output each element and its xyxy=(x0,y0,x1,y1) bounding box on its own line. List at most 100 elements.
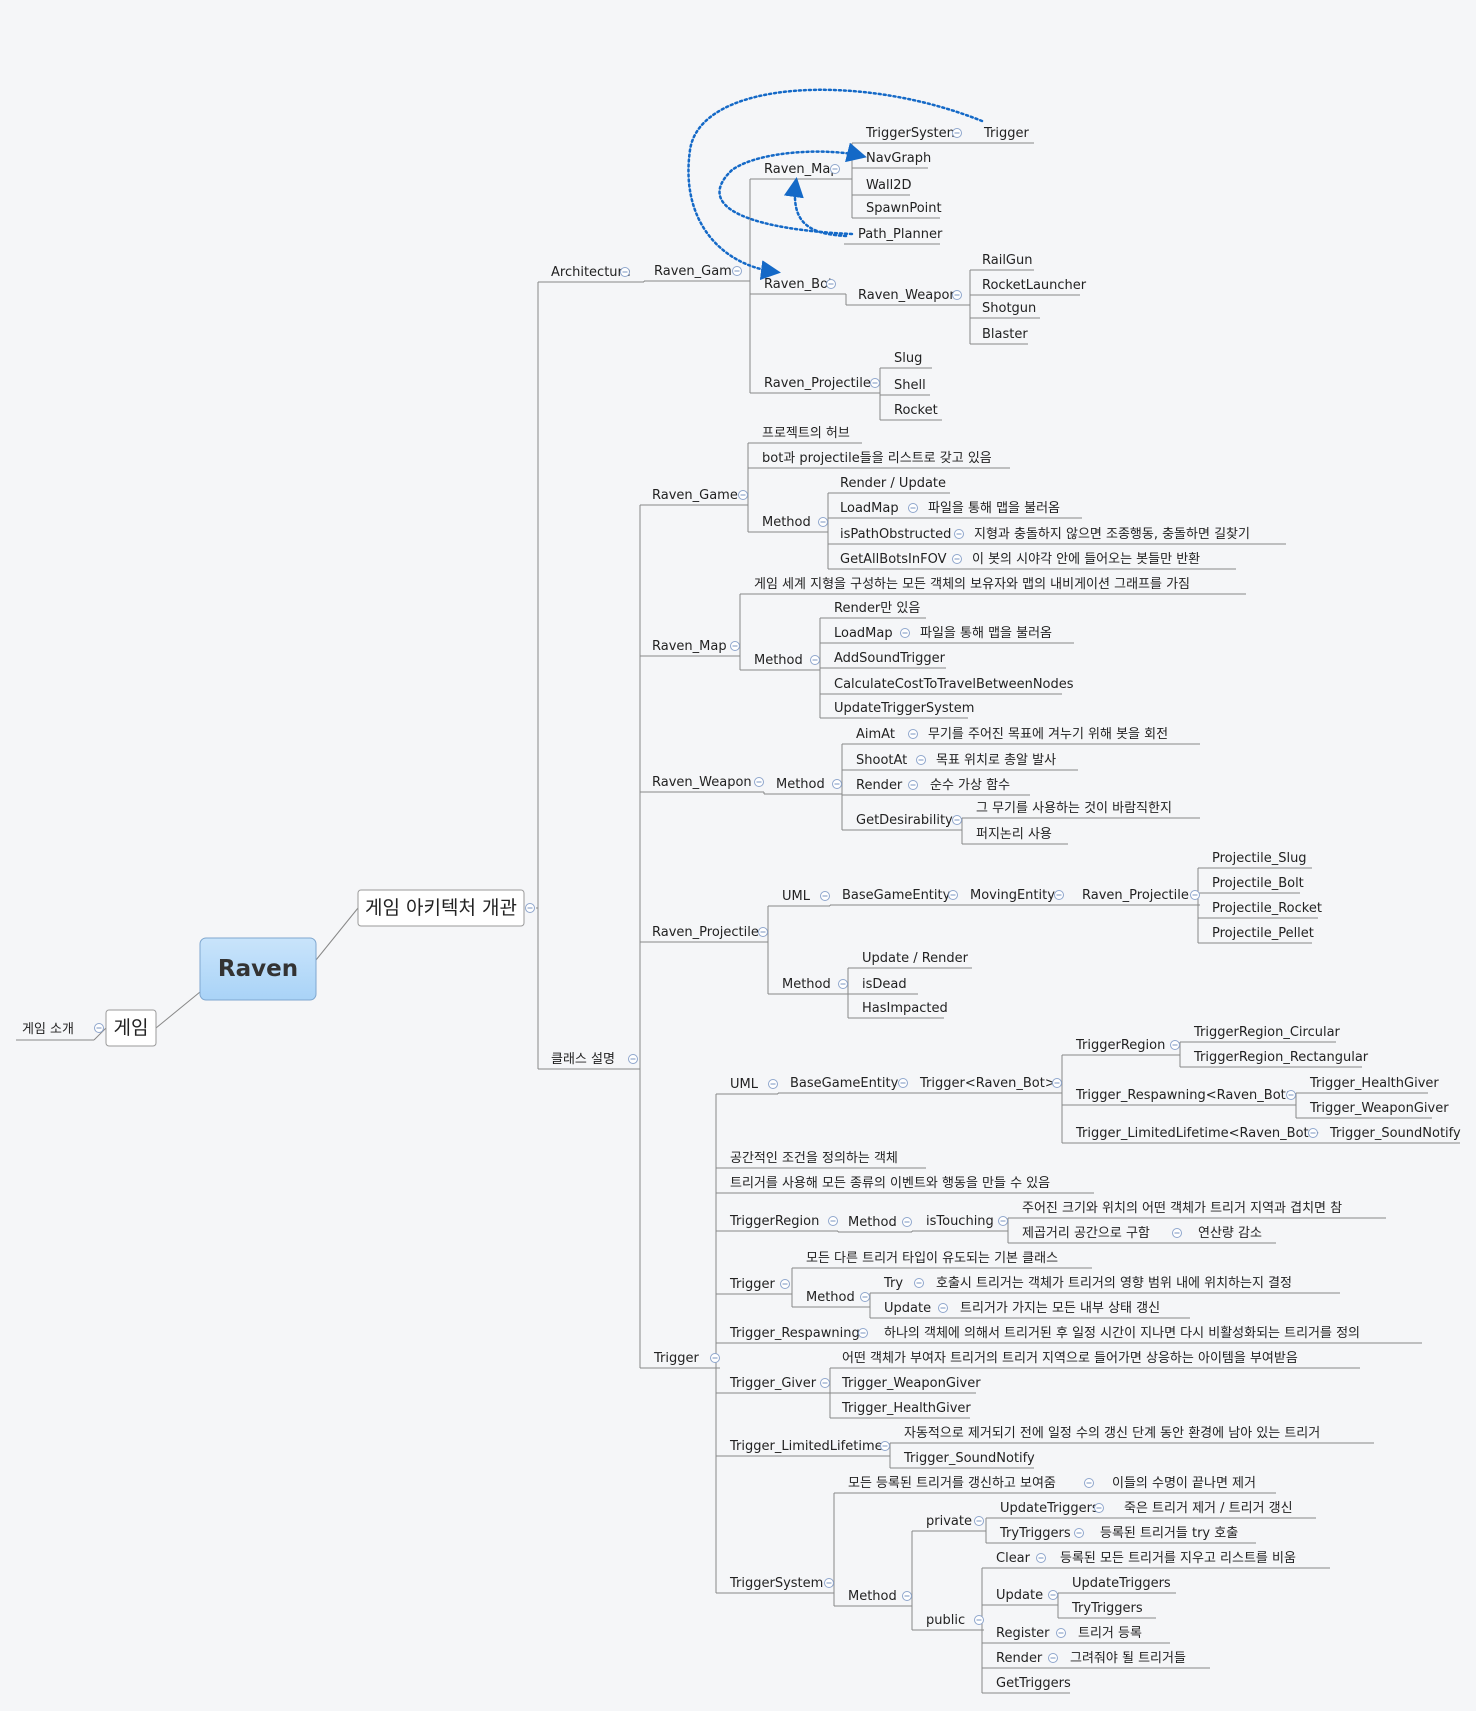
arch-branch-classes-raven-map-m4[interactable]: CalculateCostToTravelBetweenNodes xyxy=(834,677,1074,692)
arch-branch-classes-raven-projectile-subs-3[interactable]: Projectile_Pellet xyxy=(1212,926,1314,941)
arch-branch-classes-trigger-system-public-collapse-icon[interactable] xyxy=(974,1615,984,1625)
arch-branch-classes-raven-game-ispath-collapse-icon[interactable] xyxy=(954,529,964,539)
arch-branch-classes-raven-map-label[interactable]: Raven_Map xyxy=(652,639,727,654)
arch-branch-classes-trigger-resp-label-collapse-icon[interactable] xyxy=(858,1328,868,1338)
arch-branch-classes-raven-game-method[interactable]: Method xyxy=(762,515,811,530)
arch-branch-classes-trigger-tr-desc1[interactable]: 주어진 크기와 위치의 어떤 객체가 트리거 지역과 겹치면 참 xyxy=(1022,1201,1342,1216)
arch-branch-classes-trigger-notes-1[interactable]: 트리거를 사용해 모든 종류의 이벤트와 행동을 만들 수 있음 xyxy=(730,1175,1050,1191)
arch-branch-classes-trigger-system-update-triggers[interactable]: UpdateTriggers xyxy=(1000,1501,1099,1516)
arch-branch-classes-trigger-respawning-collapse-icon[interactable] xyxy=(1286,1090,1296,1100)
arch-branch-classes-raven-projectile-subs-1[interactable]: Projectile_Bolt xyxy=(1212,876,1304,891)
arch-branch-classes-trigger-label-collapse-icon[interactable] xyxy=(710,1353,720,1363)
arch-branch-architecture-raven-map-items-0-collapse-icon[interactable] xyxy=(952,128,962,138)
arch-branch-classes-trigger-system-clear[interactable]: Clear xyxy=(996,1551,1031,1566)
arch-branch-classes-trigger-bge[interactable]: BaseGameEntity xyxy=(790,1076,899,1091)
arch-branch-classes-raven-game-notes-0[interactable]: 프로젝트의 허브 xyxy=(762,426,850,441)
arch-branch-classes-trigger-system-note2[interactable]: 이들의 수명이 끝나면 제거 xyxy=(1112,1476,1256,1491)
arch-branch-classes-raven-projectile-bge-collapse-icon[interactable] xyxy=(948,890,958,900)
arch-branch-classes-trigger-giver-label[interactable]: Trigger_Giver xyxy=(729,1376,817,1391)
arch-branch-classes-raven-weapon-label[interactable]: Raven_Weapon xyxy=(652,775,752,790)
arch-branch-classes-raven-weapon-getdes-collapse-icon[interactable] xyxy=(952,815,962,825)
arch-branch-classes-label-collapse-icon[interactable] xyxy=(628,1054,638,1064)
arch-branch-classes-raven-game-loadmap-desc[interactable]: 파일을 통해 맵을 불러옴 xyxy=(928,501,1060,516)
arch-branch-classes-trigger-giver-subs-0[interactable]: Trigger_WeaponGiver xyxy=(841,1376,981,1391)
arch-branch-architecture-label[interactable]: Architecture xyxy=(551,265,631,280)
arch-branch-classes-trigger-region-subs-1[interactable]: TriggerRegion_Rectangular xyxy=(1193,1050,1369,1065)
arch-branch-classes-trigger-uml-collapse-icon[interactable] xyxy=(768,1079,778,1089)
arch-branch-classes-trigger-region-collapse-icon[interactable] xyxy=(1170,1040,1180,1050)
arch-branch-architecture-raven-game-collapse-icon[interactable] xyxy=(732,266,742,276)
arch-branch-classes-trigger-giver-desc[interactable]: 어떤 객체가 부여자 트리거의 트리거 지역으로 들어가면 상응하는 아이템을 … xyxy=(842,1351,1298,1366)
arch-branch-classes-raven-map-method-collapse-icon[interactable] xyxy=(810,655,820,665)
arch-branch-classes-raven-game-getbots[interactable]: GetAllBotsInFOV xyxy=(840,552,947,567)
arch-branch-classes-raven-projectile-subs-2[interactable]: Projectile_Rocket xyxy=(1212,901,1322,916)
arch-branch-architecture-raven-bot-weapons-1[interactable]: RocketLauncher xyxy=(982,278,1087,293)
arch-branch-classes-raven-weapon-label-collapse-icon[interactable] xyxy=(754,777,764,787)
arch-branch-classes-trigger-system-label[interactable]: TriggerSystem xyxy=(729,1576,823,1591)
arch-branch-classes-raven-weapon-getdes-desc2[interactable]: 퍼지논리 사용 xyxy=(976,827,1052,842)
game-node[interactable]: 게임 xyxy=(105,1009,157,1047)
arch-branch-classes-trigger-system-render-collapse-icon[interactable] xyxy=(1048,1653,1058,1663)
arch-branch-classes-trigger-trig-bot-collapse-icon[interactable] xyxy=(1052,1078,1062,1088)
arch-branch-classes-raven-weapon-getdes[interactable]: GetDesirability xyxy=(856,813,953,828)
arch-branch-classes-raven-map-m5[interactable]: UpdateTriggerSystem xyxy=(834,701,974,716)
arch-branch-classes-trigger-bge-collapse-icon[interactable] xyxy=(898,1078,908,1088)
arch-branch-classes-trigger-system-register-collapse-icon[interactable] xyxy=(1056,1628,1066,1638)
arch-branch-architecture-raven-map-items-3[interactable]: Wall2D xyxy=(866,178,912,193)
arch-branch-classes-trigger-t-note[interactable]: 모든 다른 트리거 타입이 유도되는 기본 클래스 xyxy=(806,1251,1058,1266)
arch-branch-architecture-raven-bot-weapons-3[interactable]: Blaster xyxy=(982,327,1028,342)
arch-branch-classes-raven-map-method[interactable]: Method xyxy=(754,653,803,668)
arch-branch-classes-raven-projectile-bge[interactable]: BaseGameEntity xyxy=(842,888,951,903)
arch-branch-classes-trigger-region-subs-0[interactable]: TriggerRegion_Circular xyxy=(1193,1025,1341,1040)
arch-branch-classes-trigger-tr-method[interactable]: Method xyxy=(848,1215,897,1230)
arch-branch-classes-trigger-system-register-desc[interactable]: 트리거 등록 xyxy=(1078,1626,1142,1641)
arch-branch-classes-raven-weapon-shootat[interactable]: ShootAt xyxy=(856,753,907,768)
arch-branch-architecture-raven-map-items-0[interactable]: TriggerSystem xyxy=(865,126,959,141)
arch-branch-architecture-raven-projectile-items-1[interactable]: Shell xyxy=(894,378,926,393)
root-node[interactable]: Raven xyxy=(199,937,317,1001)
arch-branch-classes-trigger-system-private[interactable]: private xyxy=(926,1514,972,1529)
arch-branch-classes-trigger-respawning-subs-0[interactable]: Trigger_HealthGiver xyxy=(1309,1076,1439,1091)
arch-branch-classes-raven-game-render[interactable]: Render / Update xyxy=(840,476,946,491)
arch-branch-classes-raven-map-render[interactable]: Render만 있음 xyxy=(834,601,920,616)
arch-branch-classes-raven-projectile-uml[interactable]: UML xyxy=(782,889,811,904)
arch-branch-classes-raven-projectile-method[interactable]: Method xyxy=(782,977,831,992)
arch-branch-classes-trigger-lim-sub[interactable]: Trigger_SoundNotify xyxy=(903,1451,1035,1466)
arch-branch-classes-trigger-limited-sub[interactable]: Trigger_SoundNotify xyxy=(1329,1126,1461,1141)
arch-branch-classes-trigger-system-render[interactable]: Render xyxy=(996,1651,1043,1666)
arch-branch-classes-raven-projectile-methods-2[interactable]: HasImpacted xyxy=(862,1001,948,1016)
arch-branch-classes-trigger-system-update-subs-1[interactable]: TryTriggers xyxy=(1071,1601,1143,1616)
arch-branch-architecture-raven-map-label[interactable]: Raven_Map xyxy=(764,162,839,177)
arch-branch-architecture-raven-bot-label[interactable]: Raven_Bot xyxy=(764,277,833,292)
arch-branch-classes-trigger-system-render-desc[interactable]: 그려줘야 될 트리거들 xyxy=(1070,1651,1186,1666)
arch-branch-architecture-raven-game[interactable]: Raven_Game xyxy=(654,264,740,279)
arch-branch-classes-trigger-trig-bot[interactable]: Trigger<Raven_Bot> xyxy=(919,1076,1056,1091)
arch-branch-classes-raven-projectile-moving[interactable]: MovingEntity xyxy=(970,888,1055,903)
arch-branch-classes-raven-game-ispath[interactable]: isPathObstructed xyxy=(840,527,951,542)
arch-branch-architecture-raven-map-items-2[interactable]: NavGraph xyxy=(866,151,931,166)
arch-branch-classes-trigger-system-note-collapse-icon[interactable] xyxy=(1084,1478,1094,1488)
arch-branch-classes-raven-weapon-shootat-desc[interactable]: 목표 위치로 총알 발사 xyxy=(936,753,1056,768)
arch-branch-classes-raven-weapon-render-collapse-icon[interactable] xyxy=(908,780,918,790)
arch-branch-classes-trigger-tr-desc2[interactable]: 제곱거리 공간으로 구함 xyxy=(1022,1226,1150,1241)
arch-branch-classes-trigger-tr-desc2-collapse-icon[interactable] xyxy=(1172,1228,1182,1238)
arch-branch-classes-raven-map-label-collapse-icon[interactable] xyxy=(730,641,740,651)
arch-branch-architecture-raven-map-items-4[interactable]: SpawnPoint xyxy=(866,201,942,216)
arch-branch-classes-raven-projectile-methods-1[interactable]: isDead xyxy=(862,977,907,992)
arch-branch-architecture-raven-projectile-items-2[interactable]: Rocket xyxy=(894,403,938,418)
arch-branch-classes-trigger-respawning-subs-1[interactable]: Trigger_WeaponGiver xyxy=(1309,1101,1449,1116)
arch-branch-classes-raven-projectile-subs-0[interactable]: Projectile_Slug xyxy=(1212,851,1307,866)
game-intro-label[interactable]: 게임 소개 xyxy=(22,1022,74,1037)
arch-branch-classes-raven-map-loadmap[interactable]: LoadMap xyxy=(834,626,893,641)
arch-branch-classes-trigger-tr-desc3[interactable]: 연산량 감소 xyxy=(1198,1226,1262,1241)
arch-branch-classes-trigger-system-register[interactable]: Register xyxy=(996,1626,1050,1641)
arch-branch-classes-trigger-system-try-triggers-desc[interactable]: 등록된 트리거들 try 호출 xyxy=(1100,1526,1238,1541)
arch-branch-classes-raven-projectile-methods-0[interactable]: Update / Render xyxy=(862,951,969,966)
arch-branch-classes-trigger-respawning[interactable]: Trigger_Respawning<Raven_Bot> xyxy=(1075,1088,1297,1103)
arch-branch-classes-raven-game-label-collapse-icon[interactable] xyxy=(738,490,748,500)
arch-branch-classes-trigger-system-try-triggers-collapse-icon[interactable] xyxy=(1074,1528,1084,1538)
arch-branch-classes-trigger-lim-label[interactable]: Trigger_LimitedLifetime xyxy=(729,1439,883,1454)
arch-branch-classes-raven-map-loadmap-collapse-icon[interactable] xyxy=(900,628,910,638)
arch-branch-classes-raven-weapon-aimat[interactable]: AimAt xyxy=(856,727,895,742)
arch-branch-classes-trigger-system-clear-collapse-icon[interactable] xyxy=(1036,1553,1046,1563)
